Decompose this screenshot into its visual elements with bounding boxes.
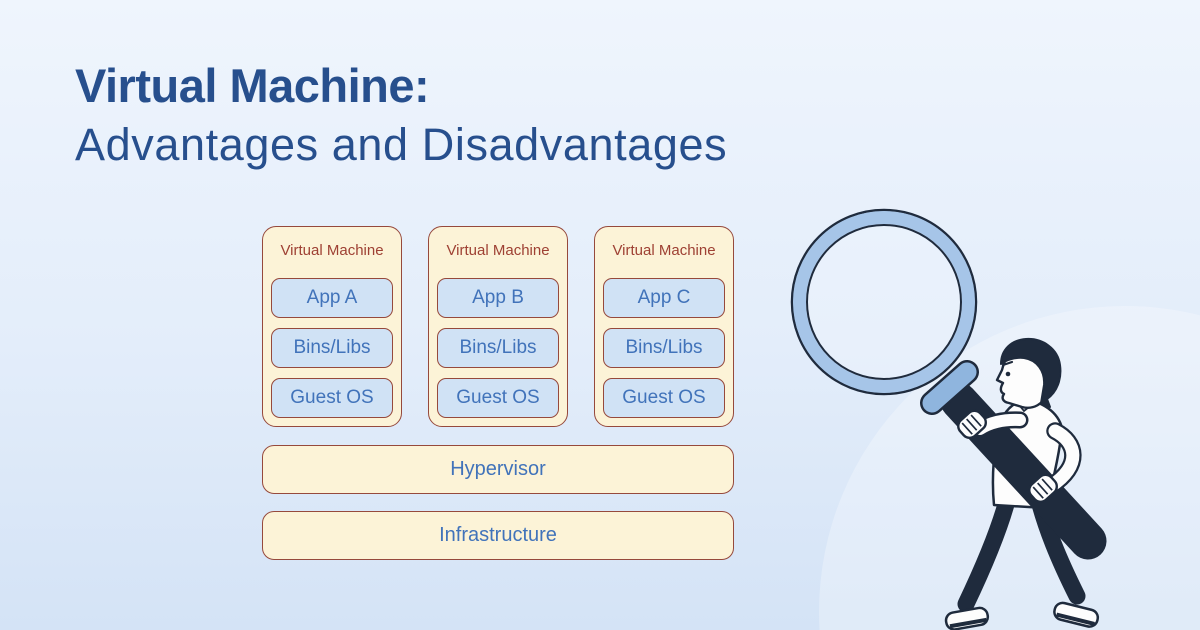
- vm-box-2: Virtual Machine App B Bins/Libs Guest OS: [428, 226, 568, 427]
- title-subtitle: Advantages and Disadvantages: [75, 118, 728, 170]
- man-front-arm: [1042, 422, 1082, 495]
- hypervisor-bar: Hypervisor: [262, 445, 734, 494]
- man-upper-hand: [957, 409, 987, 440]
- magnifying-glass-lens: [790, 208, 978, 396]
- infrastructure-bar: Infrastructure: [262, 511, 734, 560]
- vm-2-bins-libs-layer: Bins/Libs: [437, 328, 559, 368]
- man-right-shoe: [1053, 601, 1100, 628]
- vm-3-bins-libs-layer: Bins/Libs: [603, 328, 725, 368]
- vm-2-guest-os-layer: Guest OS: [437, 378, 559, 418]
- vm-3-guest-os-layer: Guest OS: [603, 378, 725, 418]
- man-left-shoe: [944, 606, 990, 630]
- vm-architecture-diagram: Virtual Machine App A Bins/Libs Guest OS…: [262, 226, 734, 560]
- vm-columns-row: Virtual Machine App A Bins/Libs Guest OS…: [262, 226, 734, 427]
- vm-1-bins-libs-layer: Bins/Libs: [271, 328, 393, 368]
- vm-3-app-layer: App C: [603, 278, 725, 318]
- man-hair: [1000, 337, 1062, 408]
- man-eyebrow: [1001, 360, 1014, 367]
- magnifying-glass-collar: [920, 360, 979, 415]
- man-lower-hand: [1028, 473, 1058, 504]
- vm-box-3-label: Virtual Machine: [612, 242, 716, 259]
- man-with-magnifying-glass-icon: [790, 208, 1200, 630]
- page-title: Virtual Machine: Advantages and Disadvan…: [75, 59, 728, 170]
- title-main: Virtual Machine:: [75, 59, 430, 112]
- man-eye: [1005, 371, 1011, 377]
- vm-box-1-label: Virtual Machine: [280, 242, 384, 259]
- vm-box-1: Virtual Machine App A Bins/Libs Guest OS: [262, 226, 402, 427]
- vm-box-2-label: Virtual Machine: [446, 242, 550, 259]
- vm-2-app-layer: App B: [437, 278, 559, 318]
- vm-1-guest-os-layer: Guest OS: [271, 378, 393, 418]
- vm-box-3: Virtual Machine App C Bins/Libs Guest OS: [594, 226, 734, 427]
- vm-1-app-layer: App A: [271, 278, 393, 318]
